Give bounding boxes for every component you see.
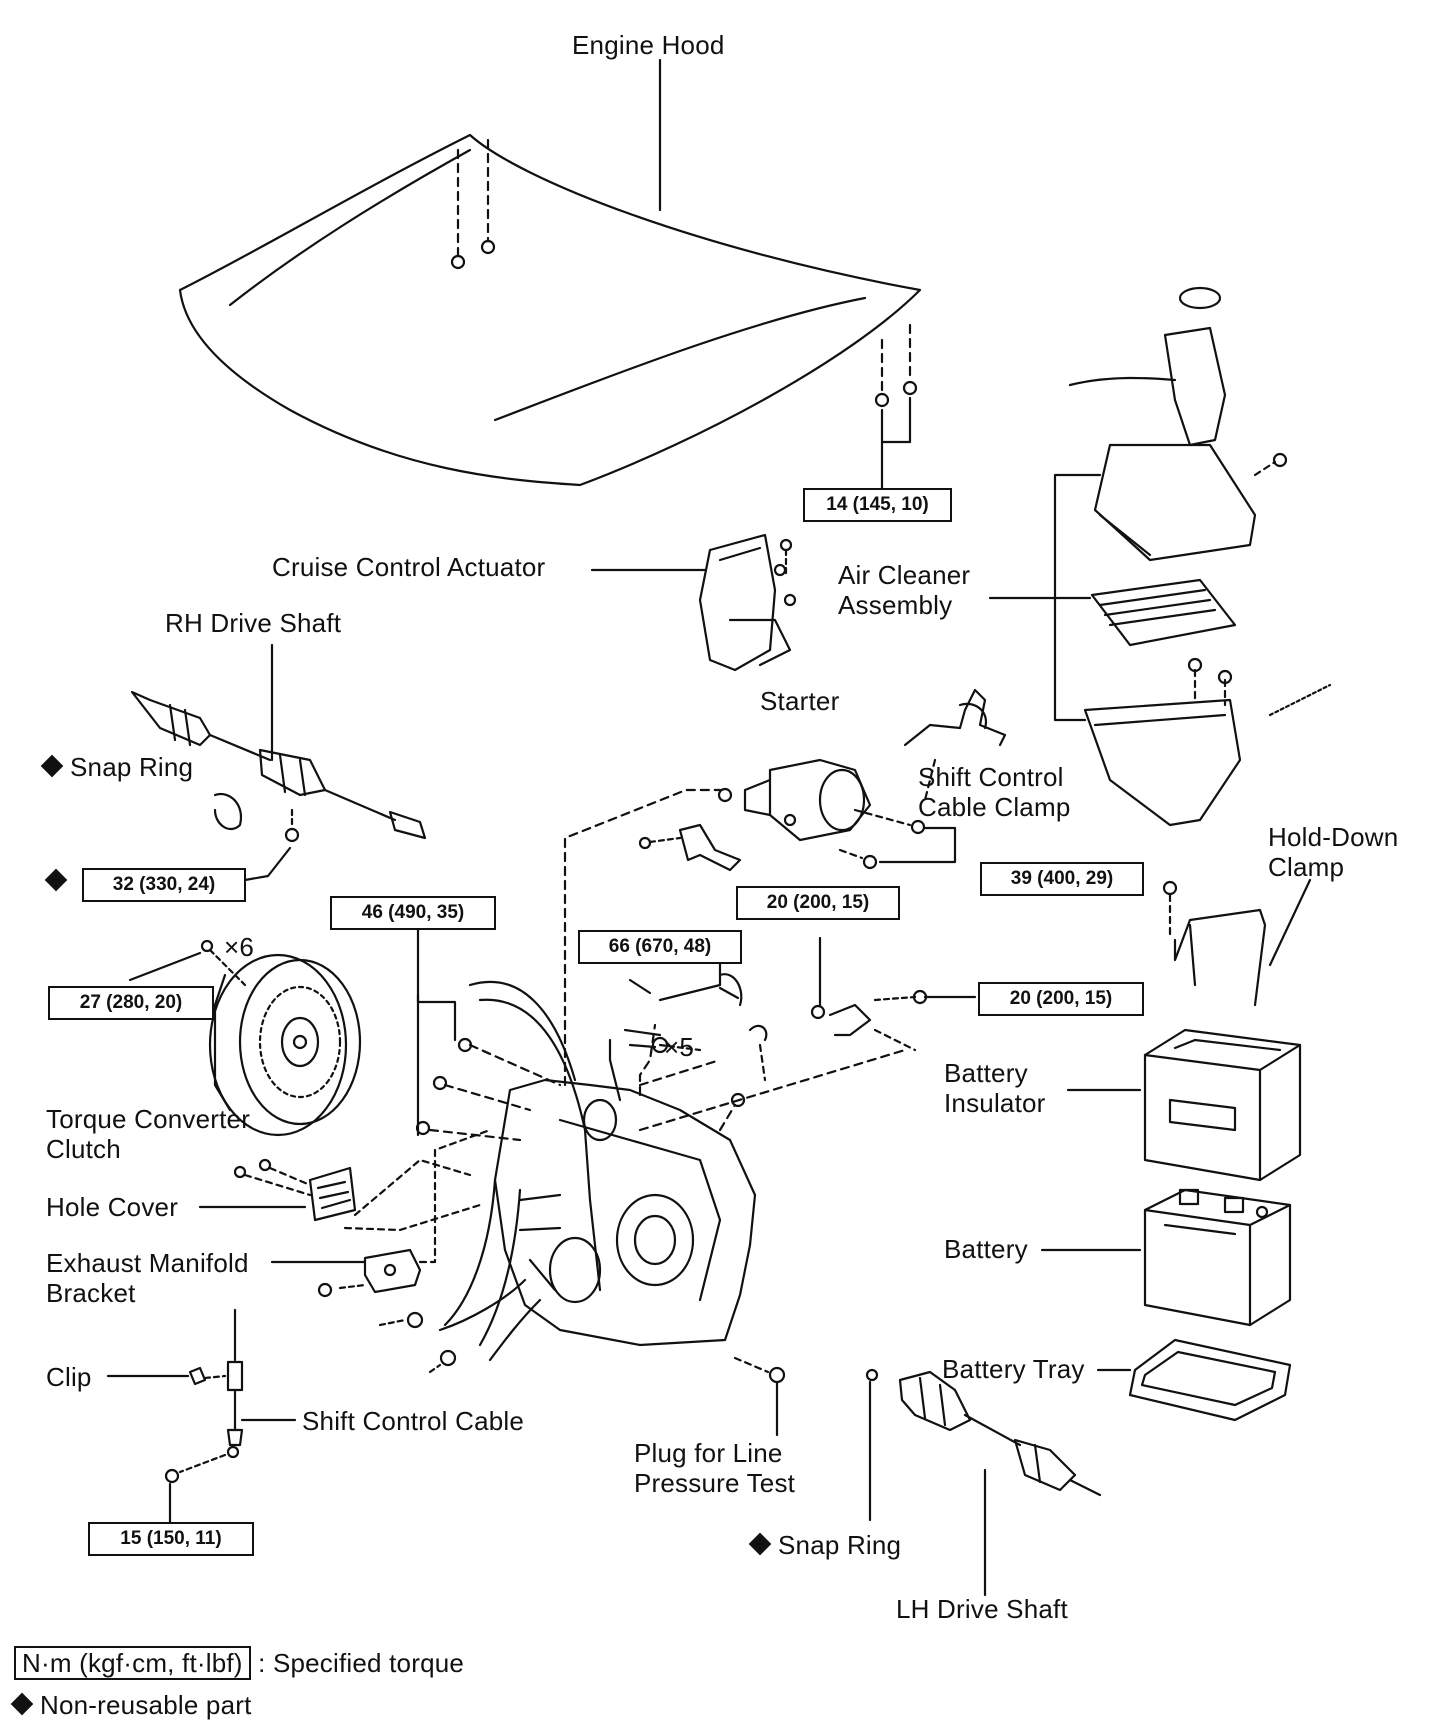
rh-nut-non-reusable: [44, 868, 74, 895]
hole-cover-part: [233, 1158, 482, 1232]
torque-spec-mount: 66 (670, 48): [578, 930, 742, 964]
battery-tray-part: [1128, 1338, 1292, 1422]
battery-part: [1143, 1188, 1292, 1327]
x6-quantity-label: ×6: [224, 932, 255, 962]
rh-drive-shaft-part: [130, 690, 427, 843]
air-cleaner-part: [1053, 286, 1332, 827]
air-cleaner-assembly-label: Air Cleaner Assembly: [838, 560, 971, 620]
non-reusable-diamond-icon: [40, 754, 64, 778]
snap-ring-lh-text: Snap Ring: [778, 1530, 902, 1560]
lh-drive-shaft-label: LH Drive Shaft: [896, 1594, 1068, 1624]
rh-drive-shaft-label: RH Drive Shaft: [165, 608, 342, 638]
torque-spec-starter: 39 (400, 29): [980, 862, 1144, 896]
shift-control-cable-part: [164, 1308, 244, 1484]
cruise-control-actuator-label: Cruise Control Actuator: [272, 552, 546, 582]
hole-cover-label: Hole Cover: [46, 1192, 179, 1222]
torque-spec-rh-drive-shaft: 32 (330, 24): [82, 868, 246, 902]
shift-control-cable-label: Shift Control Cable: [302, 1406, 525, 1436]
snap-ring-lh-label: Snap Ring: [748, 1530, 902, 1560]
plug-line-pressure-label: Plug for Line Pressure Test: [634, 1438, 796, 1498]
shift-control-cable-clamp-label: Shift Control Cable Clamp: [918, 762, 1071, 822]
torque-spec-torque-converter: 27 (280, 20): [48, 986, 214, 1020]
exhaust-manifold-bracket-label: Exhaust Manifold Bracket: [46, 1248, 249, 1308]
cruise-actuator-part: [698, 533, 797, 672]
torque-spec-shift-cable: 15 (150, 11): [88, 1522, 254, 1556]
engine-hood-part: [178, 133, 922, 490]
snap-ring-rh-text: Snap Ring: [70, 752, 194, 782]
battery-insulator-label: Battery Insulator: [944, 1058, 1046, 1118]
torque-spec-hood: 14 (145, 10): [803, 488, 952, 522]
transaxle-dashed-links: [415, 788, 977, 1142]
legend-torque: N·m (kgf·cm, ft·lbf) : Specified torque: [14, 1646, 465, 1680]
legend-torque-desc: : Specified torque: [258, 1648, 465, 1678]
hold-down-clamp-label: Hold-Down Clamp: [1268, 822, 1399, 882]
torque-spec-bracket-2: 20 (200, 15): [978, 982, 1144, 1016]
clip-label: Clip: [46, 1362, 92, 1392]
battery-insulator-part: [1143, 1028, 1302, 1182]
x5-quantity-label: ×5: [664, 1032, 695, 1062]
torque-spec-bracket-1: 20 (200, 15): [736, 886, 900, 920]
engine-hood-label: Engine Hood: [572, 30, 725, 60]
torque-converter-clutch-label: Torque Converter Clutch: [46, 1104, 251, 1164]
starter-part: [638, 758, 957, 872]
hold-down-clamp-part: [1162, 880, 1267, 1007]
snap-ring-rh-label: Snap Ring: [40, 752, 194, 782]
exhaust-bracket-part: [317, 1128, 492, 1298]
non-reusable-diamond-icon: [748, 1532, 772, 1556]
starter-label: Starter: [760, 686, 840, 716]
legend-torque-unit: N·m (kgf·cm, ft·lbf): [14, 1646, 251, 1680]
shift-cable-clamp-part: [903, 688, 1007, 802]
plug-part: [733, 1356, 786, 1384]
battery-tray-label: Battery Tray: [942, 1354, 1085, 1384]
legend-non-reusable-text: Non-reusable part: [40, 1690, 252, 1720]
torque-converter-part: [200, 939, 362, 1137]
non-reusable-diamond-icon: [44, 868, 68, 892]
transaxle-part: [438, 980, 757, 1362]
torque-spec-transaxle: 46 (490, 35): [330, 896, 496, 930]
battery-label: Battery: [944, 1234, 1028, 1264]
non-reusable-diamond-icon: [10, 1692, 34, 1716]
hoses: [378, 1178, 522, 1374]
lh-drive-shaft-part: [865, 1368, 1102, 1497]
legend-non-reusable: Non-reusable part: [10, 1690, 252, 1720]
